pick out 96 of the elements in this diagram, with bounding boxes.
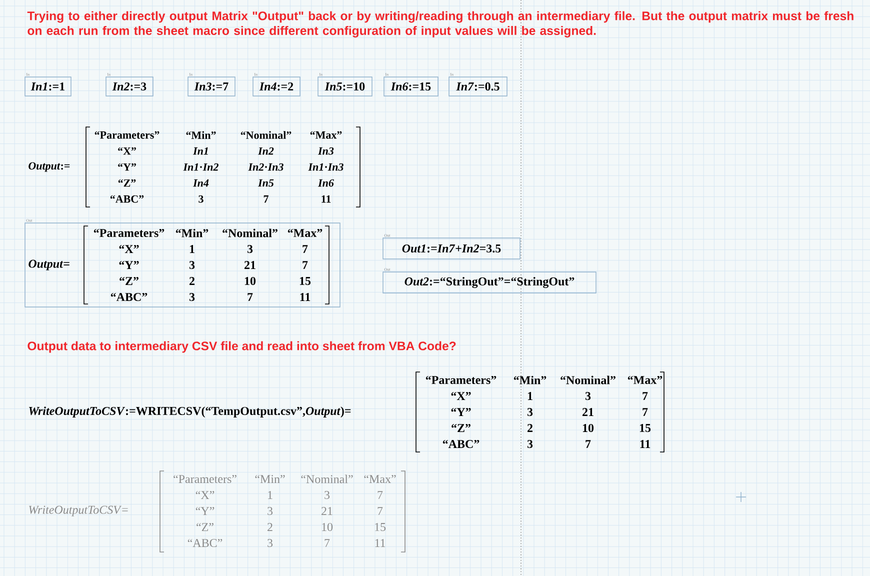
matrix-entry: 1 bbox=[528, 392, 532, 400]
matrix-entry: In6 bbox=[318, 179, 334, 187]
matrix-entry: 3 bbox=[189, 260, 195, 270]
matrix-entry: “ABC” bbox=[110, 195, 144, 203]
matrix-entry: “X” bbox=[451, 392, 471, 400]
matrix-entry: “Min” bbox=[176, 228, 208, 238]
matrix-entry: 7 bbox=[248, 293, 253, 301]
matrix-entry: 7 bbox=[642, 408, 648, 416]
matrix-entry: “ABC” bbox=[110, 292, 148, 302]
matrix-entry: 10 bbox=[322, 522, 333, 532]
matrix-entry: 15 bbox=[640, 424, 651, 432]
matrix-entry: “Min” bbox=[514, 376, 546, 384]
matrix-entry: In2·In3 bbox=[248, 163, 284, 171]
matrix-entry: 7 bbox=[302, 261, 308, 269]
matrix-entry: 10 bbox=[582, 424, 594, 432]
matrix-entry: “Min” bbox=[186, 131, 216, 139]
matrix-entry: 21 bbox=[322, 507, 332, 515]
matrix-entry: “Z” bbox=[120, 277, 138, 285]
matrix-entry: In1·In3 bbox=[308, 163, 344, 171]
matrix-entry: 3 bbox=[527, 408, 533, 416]
matrix-entry: 11 bbox=[640, 440, 650, 448]
matrix-entry: 11 bbox=[375, 539, 386, 547]
matrix-entry: 15 bbox=[375, 523, 386, 532]
matrix-entry: In1 bbox=[192, 147, 208, 155]
matrix-entry: 3 bbox=[527, 440, 533, 448]
matrix-entry: “Z” bbox=[118, 179, 136, 187]
matrix-entry: 3 bbox=[268, 506, 273, 516]
matrix-entry: 11 bbox=[300, 293, 310, 301]
matrix-entry: 1 bbox=[190, 245, 194, 253]
matrix-entry: “Nominal” bbox=[560, 376, 616, 384]
matrix-entry: “Max” bbox=[628, 376, 662, 384]
assignment-box: In4:=2 bbox=[252, 76, 300, 96]
matrix-entry: 7 bbox=[302, 245, 308, 253]
matrix-entry: 2 bbox=[268, 523, 272, 531]
matrix-entry: “X” bbox=[118, 147, 136, 155]
matrix-entry: “X” bbox=[119, 245, 139, 253]
matrix-entry: “Max” bbox=[310, 131, 342, 139]
matrix-entry: “ABC” bbox=[442, 440, 480, 448]
matrix-entry: 7 bbox=[378, 491, 383, 499]
matrix-entry: “Max” bbox=[364, 474, 396, 484]
matrix-entry: 3 bbox=[189, 292, 195, 302]
note-heading: Trying to either directly output Matrix "Output" back or by writing/reading through an intermediary file. But the output matrix must be fresh on each run from the sheet macro since different configuration of input values will be assigned. bbox=[27, 11, 854, 38]
matrix-entry: 11 bbox=[322, 195, 331, 203]
matrix-entry: 10 bbox=[244, 276, 256, 286]
matrix-entry: “Nominal” bbox=[240, 131, 292, 139]
matrix-entry: 7 bbox=[586, 440, 591, 448]
assignment-box: Out2:=“StringOut”=“StringOut” bbox=[382, 272, 596, 294]
assignment-box: In1:=1 bbox=[24, 76, 72, 96]
matrix-entry: “Y” bbox=[451, 408, 471, 416]
matrix-entry: “X” bbox=[196, 491, 214, 499]
matrix-entry: “Parameters” bbox=[426, 376, 496, 384]
matrix-entry: 2 bbox=[190, 277, 194, 285]
matrix-entry: “Z” bbox=[196, 523, 214, 531]
matrix-entry: 3 bbox=[198, 195, 204, 203]
matrix-entry: “Z” bbox=[452, 424, 470, 432]
matrix-entry: 3 bbox=[268, 538, 273, 548]
matrix-entry: “Parameters” bbox=[174, 474, 236, 484]
matrix-entry: In1·In2 bbox=[183, 163, 218, 171]
assignment-box: In6:=15 bbox=[384, 76, 438, 96]
matrix-entry: 7 bbox=[642, 392, 648, 400]
matrix-entry: “ABC” bbox=[188, 538, 222, 548]
assignment-box: Out1:=In7+In2=3.5 bbox=[382, 238, 520, 260]
matrix-entry: “Y” bbox=[118, 163, 136, 171]
matrix-entry: “Max” bbox=[288, 228, 322, 238]
expression-text: WriteOutputToCSV= bbox=[28, 506, 128, 516]
matrix-entry: “Nominal” bbox=[222, 228, 278, 238]
matrix-entry: “Parameters” bbox=[94, 131, 160, 139]
note-heading: Output data to intermediary CSV file and read into sheet from VBA Code? bbox=[28, 341, 456, 353]
assignment-box: In3:=7 bbox=[188, 76, 236, 96]
matrix-entry: 7 bbox=[324, 539, 330, 547]
matrix-entry: “Min” bbox=[255, 475, 285, 483]
matrix-entry: In5 bbox=[258, 179, 274, 187]
assignment-box: In7:=0.5 bbox=[448, 76, 508, 96]
matrix-entry: “Nominal” bbox=[301, 474, 353, 484]
expression-text: Output:= bbox=[28, 162, 70, 172]
matrix-entry: In2 bbox=[258, 147, 274, 155]
expression-text: WriteOutputToCSV:=WRITECSV(“TempOutput.csv”,Output)= bbox=[29, 406, 351, 418]
assignment-box: In5:=10 bbox=[318, 76, 372, 96]
matrix-entry: 21 bbox=[582, 408, 594, 416]
result-panel bbox=[24, 222, 340, 308]
matrix-entry: “Y” bbox=[119, 261, 139, 269]
matrix-entry: 7 bbox=[264, 195, 268, 203]
matrix-entry: 15 bbox=[300, 276, 311, 286]
matrix-entry: 7 bbox=[378, 507, 383, 515]
matrix-entry: In4 bbox=[192, 179, 209, 187]
matrix-entry: 3 bbox=[324, 490, 330, 500]
assignment-box: In2:=3 bbox=[106, 76, 154, 96]
matrix-entry: 1 bbox=[268, 491, 272, 499]
matrix-entry: In3 bbox=[318, 147, 334, 155]
matrix-entry: 3 bbox=[247, 244, 253, 254]
matrix-entry: 21 bbox=[244, 261, 256, 269]
matrix-entry: 3 bbox=[585, 392, 591, 400]
matrix-entry: 2 bbox=[528, 424, 532, 432]
expression-text: Output= bbox=[28, 260, 70, 270]
matrix-entry: “Parameters” bbox=[94, 228, 164, 238]
matrix-entry: “Y” bbox=[196, 507, 214, 515]
